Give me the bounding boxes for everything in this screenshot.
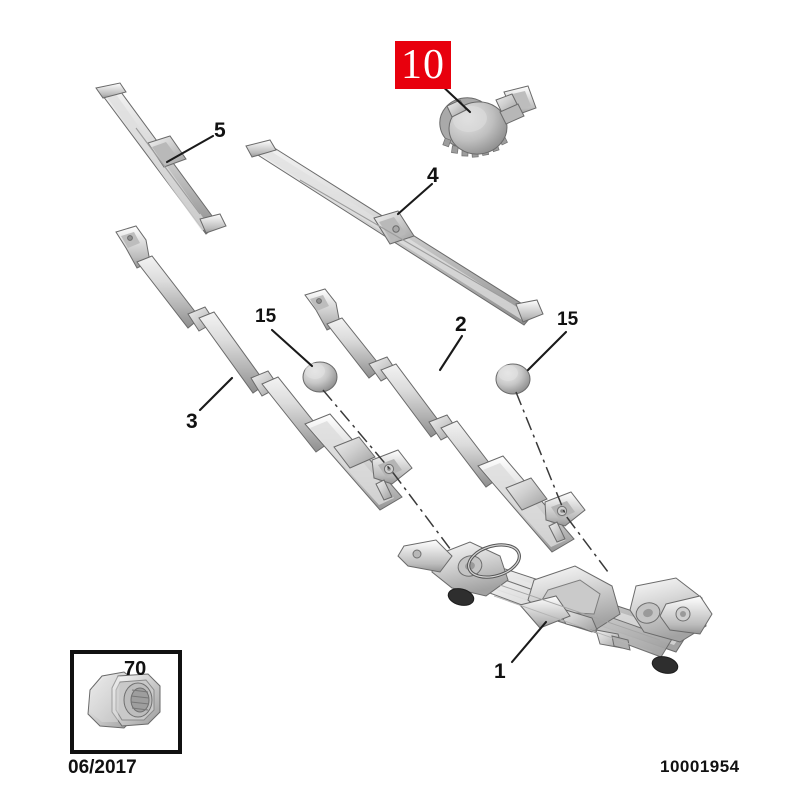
leader-line-5 (165, 134, 215, 164)
assembly-reference-lines (322, 389, 609, 573)
callout-3: 3 (186, 410, 198, 433)
highlight-badge-10: 10 (395, 41, 451, 89)
leader-line-1 (510, 620, 548, 664)
callout-4: 4 (427, 164, 439, 187)
callout-1: 1 (494, 660, 506, 683)
leader-line-2 (438, 334, 464, 372)
drawing-number: 10001954 (660, 757, 740, 776)
callout-5: 5 (214, 119, 226, 142)
part-arm-cap-cover-left (302, 361, 338, 393)
callout-15-left: 15 (255, 306, 277, 327)
part-wiper-arm-left (115, 225, 413, 511)
part-wiper-motor (439, 85, 537, 158)
part-flange-nut (87, 671, 161, 729)
part-wiper-linkage-assembly (397, 539, 713, 674)
date-label: 06/2017 (68, 757, 137, 778)
part-wiper-blade-short (95, 82, 227, 235)
leader-line-3 (198, 376, 234, 412)
leader-line-15-left (270, 328, 314, 368)
part-wiper-blade-long (245, 139, 544, 326)
leader-line-15-right (526, 330, 568, 372)
callout-15-right: 15 (557, 309, 579, 330)
part-arm-cap-cover-right (495, 363, 531, 395)
callout-2: 2 (455, 313, 467, 336)
leader-line-4 (396, 182, 434, 216)
inset-box (70, 650, 182, 754)
part-wiper-arm-right (304, 288, 586, 553)
inset-item-number-70: 70 (124, 658, 147, 680)
